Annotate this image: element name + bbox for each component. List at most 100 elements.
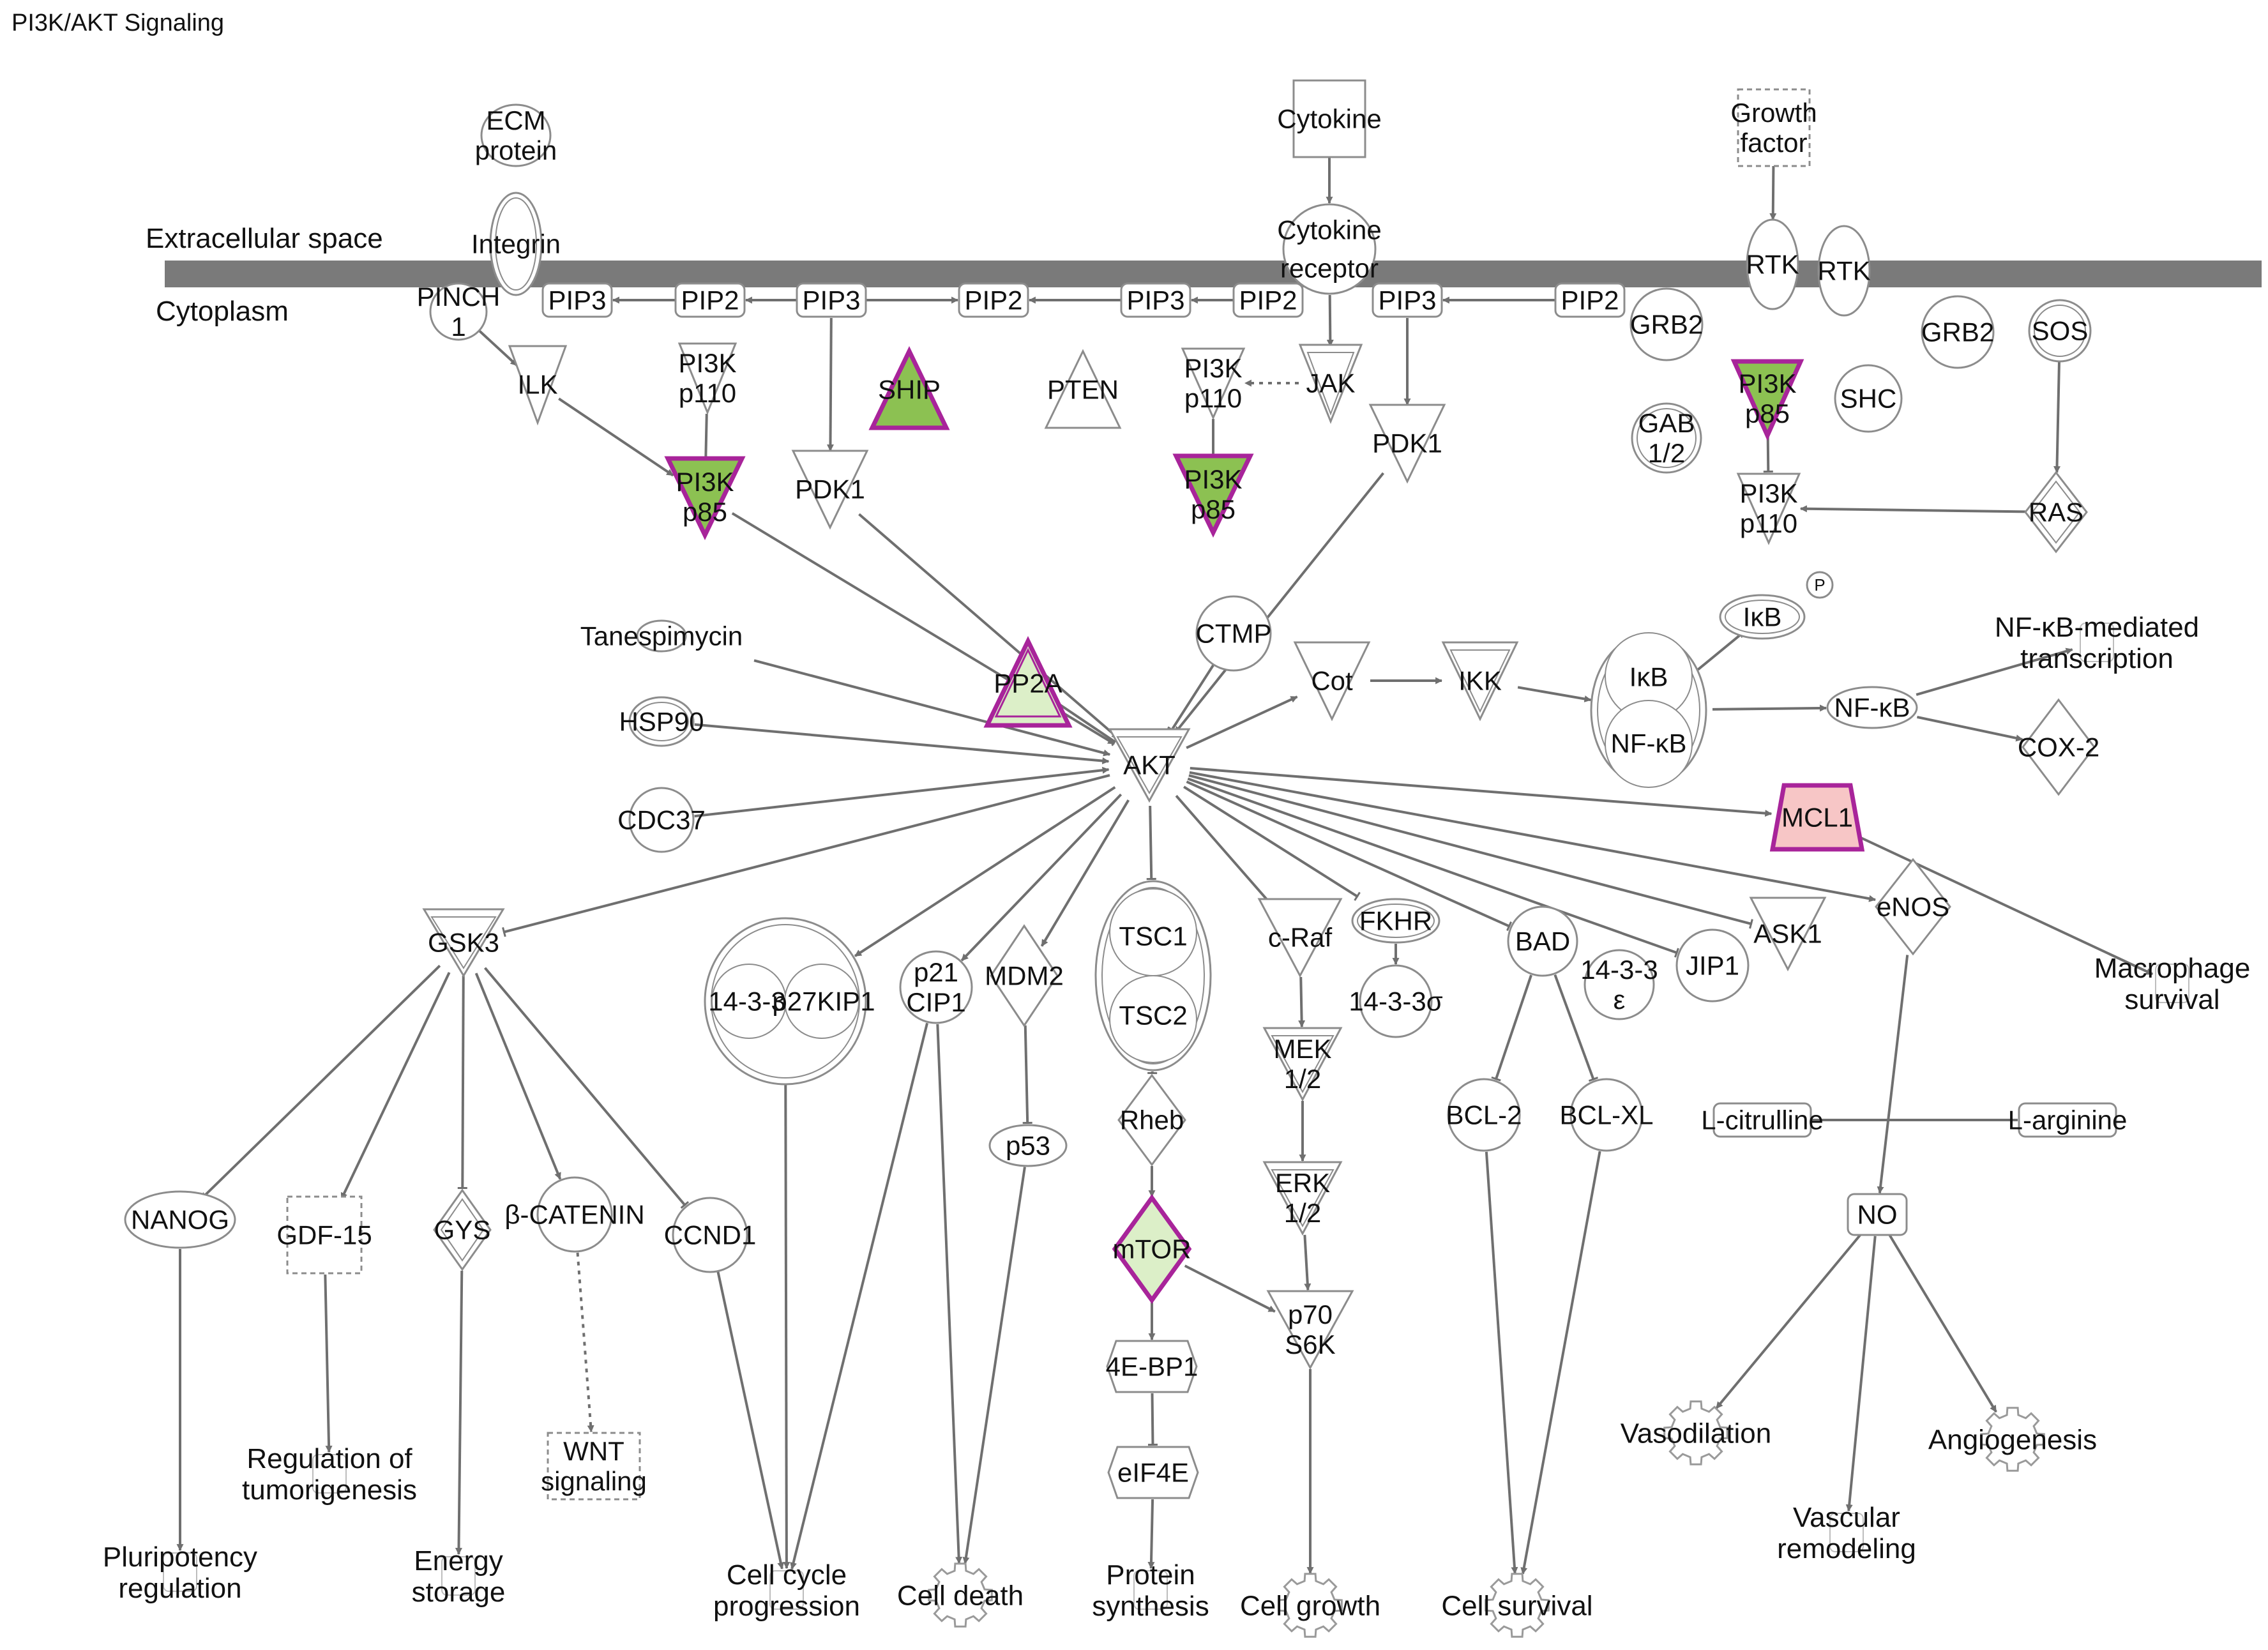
node-bclxl[interactable]: BCL-XL bbox=[1559, 1078, 1654, 1152]
node-label: PIP2 bbox=[1239, 285, 1297, 315]
node-gsk3[interactable]: GSK3 bbox=[422, 908, 505, 978]
node-bp1[interactable]: 4E-BP1 bbox=[1106, 1340, 1198, 1393]
node-celldeath[interactable]: Cell death bbox=[897, 1563, 1024, 1628]
node-gys[interactable]: GYS bbox=[433, 1188, 492, 1271]
node-bad[interactable]: BAD bbox=[1507, 905, 1578, 977]
node-ask1[interactable]: ASK1 bbox=[1749, 897, 1827, 972]
node-pip2d[interactable]: PIP2 bbox=[1554, 282, 1626, 318]
node-nfkb[interactable]: NF-κB bbox=[1826, 686, 1918, 729]
node-p53[interactable]: p53 bbox=[988, 1124, 1068, 1167]
node-ilk[interactable]: ILK bbox=[508, 345, 568, 426]
node-bcat[interactable]: β-CATENIN bbox=[504, 1176, 645, 1253]
node-bcl2[interactable]: BCL-2 bbox=[1446, 1078, 1522, 1152]
node-shc[interactable]: SHC bbox=[1834, 364, 1903, 433]
node-angio[interactable]: Angiogenesis bbox=[1928, 1407, 2097, 1472]
node-pip2b[interactable]: PIP2 bbox=[958, 282, 1029, 318]
node-phospho[interactable]: P bbox=[1806, 571, 1834, 599]
node-cellgrowth[interactable]: Cell growth bbox=[1240, 1573, 1380, 1638]
node-ikk[interactable]: IKK bbox=[1441, 641, 1519, 722]
node-cox2[interactable]: COX-2 bbox=[2018, 698, 2099, 796]
edge bbox=[694, 723, 1110, 764]
node-pip2a[interactable]: PIP2 bbox=[674, 282, 746, 318]
node-sigma[interactable]: 14-3-3σ bbox=[1349, 964, 1443, 1038]
node-rheb[interactable]: Rheb bbox=[1117, 1073, 1186, 1167]
node-lcit[interactable]: L-citrulline bbox=[1701, 1102, 1824, 1138]
node-mtor[interactable]: mTOR bbox=[1112, 1194, 1192, 1304]
node-label: PI3K bbox=[1184, 464, 1242, 494]
node-mdm2[interactable]: MDM2 bbox=[985, 924, 1064, 1027]
node-jak[interactable]: JAK bbox=[1298, 344, 1363, 425]
node-cot[interactable]: Cot bbox=[1293, 641, 1371, 722]
node-nanog[interactable]: NANOG bbox=[124, 1190, 236, 1249]
node-craf[interactable]: c-Raf bbox=[1257, 898, 1343, 978]
node-integrin[interactable]: Integrin bbox=[471, 192, 561, 296]
node-sos[interactable]: SOS bbox=[2028, 299, 2092, 363]
node-pip3a[interactable]: PIP3 bbox=[541, 282, 613, 318]
node-pdk1b[interactable]: PDK1 bbox=[1368, 404, 1446, 484]
node-pip3c[interactable]: PIP3 bbox=[1120, 282, 1191, 318]
node-ccnd1[interactable]: CCND1 bbox=[664, 1197, 757, 1273]
node-larg[interactable]: L-arginine bbox=[2008, 1102, 2128, 1138]
node-fkhr[interactable]: FKHR bbox=[1351, 898, 1440, 944]
node-ctmp[interactable]: CTMP bbox=[1195, 595, 1272, 672]
edge bbox=[455, 1270, 464, 1555]
node-label: 4E-BP1 bbox=[1106, 1352, 1198, 1382]
node-pip2c[interactable]: PIP2 bbox=[1232, 282, 1304, 318]
node-pp2a[interactable]: PP2A bbox=[983, 635, 1073, 728]
node-grb2b[interactable]: GRB2 bbox=[1921, 295, 1995, 369]
node-eif4e[interactable]: eIF4E bbox=[1107, 1446, 1199, 1499]
node-grb2a[interactable]: GRB2 bbox=[1629, 287, 1704, 361]
node-pip3b[interactable]: PIP3 bbox=[796, 282, 867, 318]
node-rtk1[interactable]: RTK bbox=[1746, 218, 1799, 310]
node-gdf15[interactable]: GDF-15 bbox=[276, 1195, 372, 1275]
node-label: RAS bbox=[2029, 497, 2083, 527]
edge bbox=[1022, 1025, 1032, 1124]
node-pip3d[interactable]: PIP3 bbox=[1372, 282, 1443, 318]
node-cytokine[interactable]: Cytokine bbox=[1277, 79, 1382, 158]
node-e1433[interactable]: 14-3-3ε bbox=[1580, 949, 1658, 1020]
node-ras[interactable]: RAS bbox=[2024, 471, 2088, 554]
node-pdk1a[interactable]: PDK1 bbox=[791, 450, 869, 530]
node-jip1[interactable]: JIP1 bbox=[1675, 928, 1750, 1003]
node-akt[interactable]: AKT bbox=[1108, 728, 1191, 803]
node-cdc37[interactable]: CDC37 bbox=[617, 787, 706, 853]
node-no[interactable]: NO bbox=[1847, 1193, 1908, 1236]
node-cellsurv[interactable]: Cell survival bbox=[1441, 1573, 1593, 1638]
node-vasodil[interactable]: Vasodilation bbox=[1621, 1400, 1771, 1465]
node-enos[interactable]: eNOS bbox=[1875, 858, 1951, 956]
node-pten[interactable]: PTEN bbox=[1044, 349, 1122, 429]
node-hsp90[interactable]: HSP90 bbox=[619, 696, 704, 747]
node-ship[interactable]: SHIP bbox=[868, 345, 950, 430]
node-mcl1[interactable]: MCL1 bbox=[1769, 783, 1865, 852]
node-tane[interactable]: Tanespimycin bbox=[580, 619, 743, 653]
node-ikbp[interactable]: IκB bbox=[1719, 594, 1806, 640]
node-rtk2[interactable]: RTK bbox=[1817, 225, 1871, 317]
